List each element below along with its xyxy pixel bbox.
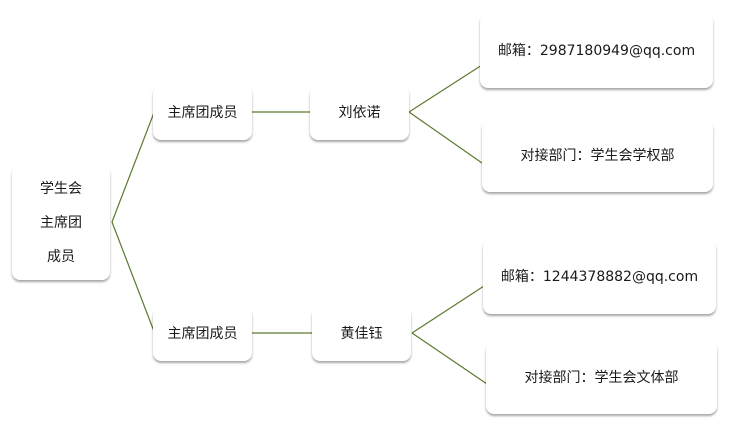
connector-name-email-1 — [408, 64, 483, 113]
root-line-3: 成员 — [47, 249, 75, 265]
name-label-2: 黄佳钰 — [340, 326, 383, 342]
role-label-1: 主席团成员 — [167, 105, 238, 121]
connector-name-dept-2 — [411, 332, 488, 385]
connector-root-role-1 — [111, 109, 156, 223]
dept-label-2: 对接部门：学生会文体部 — [524, 370, 679, 386]
email-label-1: 邮箱：2987180949@qq.com — [497, 43, 696, 59]
name-node-2: 黄佳钰 — [312, 307, 411, 361]
connector-root-role-2 — [111, 221, 156, 335]
root-node: 学生会 主席团 成员 — [12, 166, 110, 280]
root-line-1: 学生会 — [40, 181, 82, 197]
email-node-1: 邮箱：2987180949@qq.com — [480, 14, 713, 88]
dept-node-2: 对接部门：学生会文体部 — [486, 342, 717, 414]
role-node-1: 主席团成员 — [153, 86, 252, 140]
role-node-2: 主席团成员 — [153, 307, 252, 361]
name-label-1: 刘依诺 — [338, 105, 381, 121]
connector-name-email-2 — [411, 285, 485, 334]
dept-node-1: 对接部门：学生会学权部 — [482, 120, 713, 192]
root-line-2: 主席团 — [40, 215, 82, 231]
name-node-1: 刘依诺 — [310, 86, 409, 140]
role-label-2: 主席团成员 — [167, 326, 238, 342]
connector-name-dept-1 — [408, 111, 483, 164]
dept-label-1: 对接部门：学生会学权部 — [520, 148, 675, 164]
email-label-2: 邮箱：1244378882@qq.com — [500, 269, 699, 285]
email-node-2: 邮箱：1244378882@qq.com — [483, 240, 716, 314]
